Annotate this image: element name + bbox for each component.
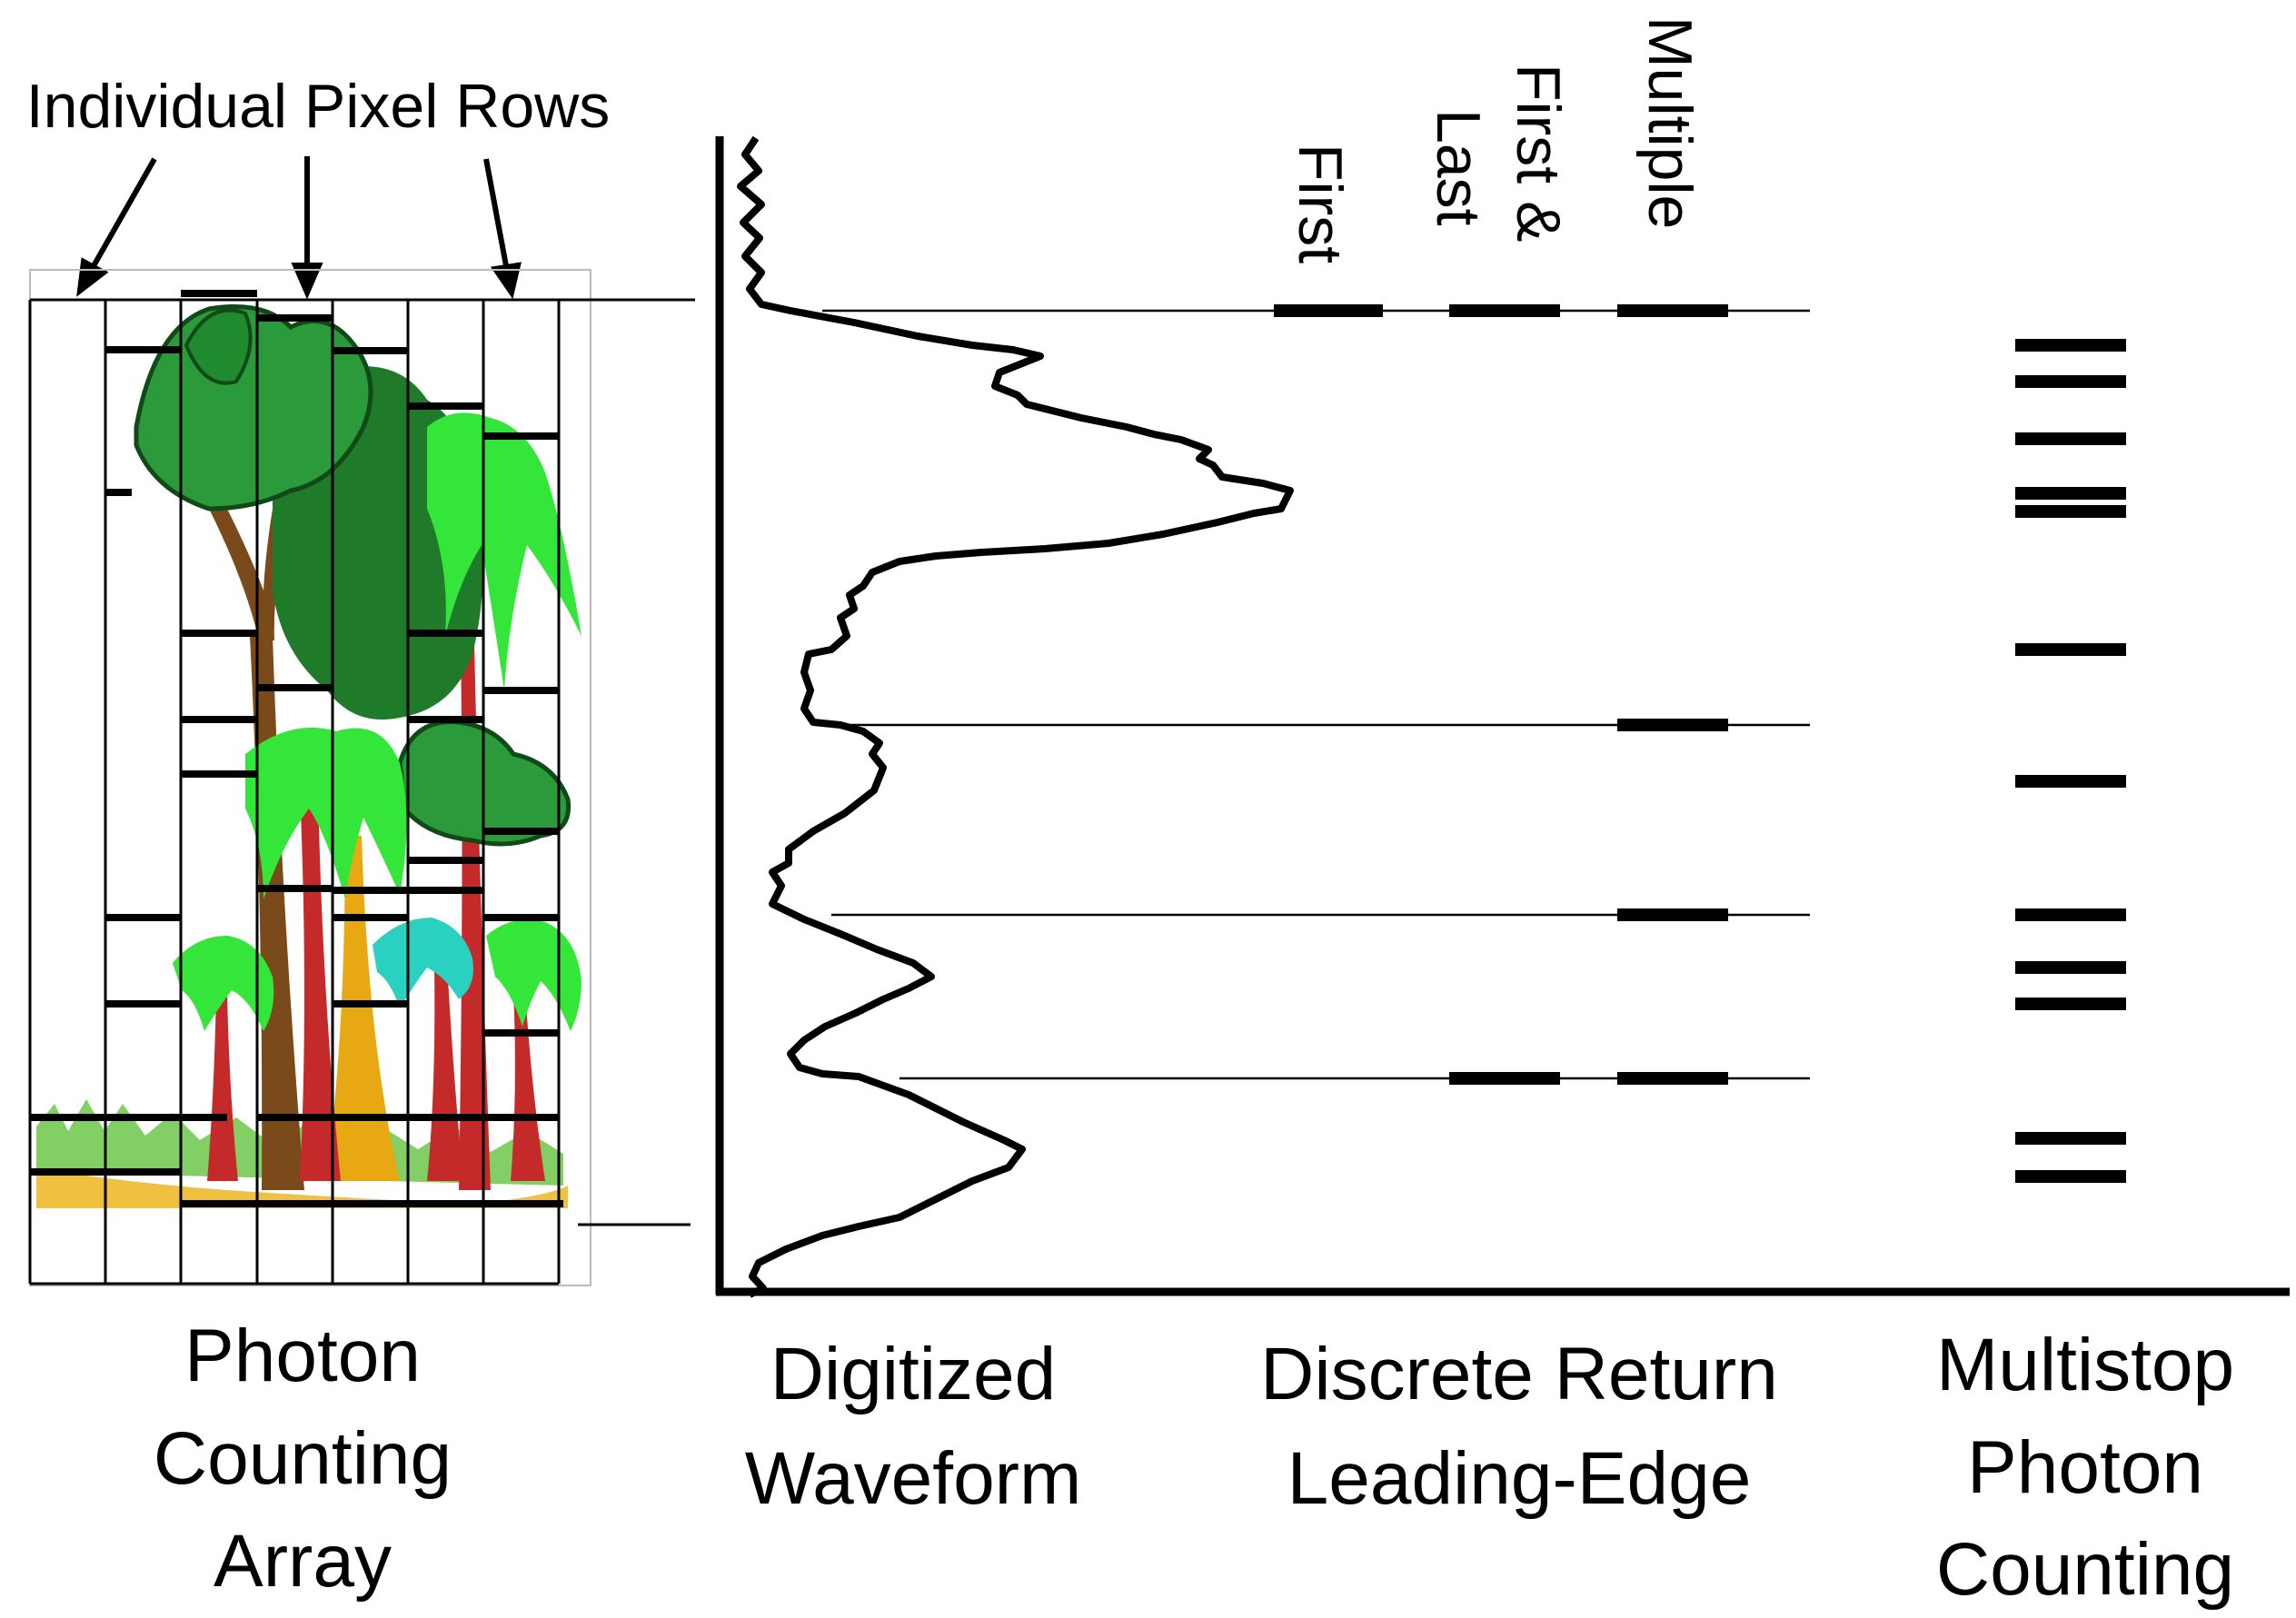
return-reference-lines <box>822 309 1810 1080</box>
trunk-red-5 <box>207 990 238 1181</box>
pixel-rows-label: Individual Pixel Rows <box>26 72 611 141</box>
palm-teal <box>373 918 473 1008</box>
discrete-return-marks <box>1274 304 1728 1085</box>
caption-1-line-2: Counting <box>154 1417 452 1500</box>
caption-multistop-photon-counting: Multistop Photon Counting <box>1936 1324 2234 1611</box>
caption-digitized-waveform: Digitized Waveform <box>745 1333 1082 1520</box>
header-first-and: First & <box>1504 64 1573 242</box>
trunk-red-3 <box>427 963 463 1181</box>
pixel-grid <box>28 269 695 1286</box>
trunk-orange <box>325 836 400 1181</box>
caption-3-line-2: Leading-Edge <box>1287 1437 1752 1520</box>
header-first: First <box>1286 144 1355 263</box>
palm-mid-cluster <box>245 727 407 899</box>
header-multiple: Multiple <box>1635 16 1705 229</box>
arrow-right <box>483 158 510 272</box>
canopy-dark-left-lobe <box>184 308 253 385</box>
trunk-red-4 <box>511 990 545 1181</box>
caption-2-line-1: Digitized <box>770 1333 1056 1415</box>
palm-low-left <box>173 936 274 1031</box>
waveform-curve <box>737 135 1294 1298</box>
caption-1-line-1: Photon <box>184 1315 421 1397</box>
caption-4-line-2: Photon <box>1967 1426 2203 1509</box>
palm-low-right <box>486 919 581 1031</box>
arrow-right-head <box>490 262 522 300</box>
pixel-photon-ticks <box>30 290 563 1207</box>
multistop-photon-marks <box>2015 339 2126 1183</box>
trunk-brown-upper <box>209 509 291 640</box>
caption-discrete-return: Discrete Return Leading-Edge <box>1260 1333 1778 1520</box>
pixel-row-arrows <box>76 156 522 300</box>
header-last: Last <box>1424 109 1493 226</box>
arrow-left-head <box>76 257 109 297</box>
caption-4-line-3: Counting <box>1936 1528 2234 1611</box>
ground-sand <box>36 1167 568 1208</box>
forest-illustration <box>36 304 581 1208</box>
arrow-left <box>88 157 157 273</box>
palm-right-tall <box>427 412 581 690</box>
caption-4-line-1: Multistop <box>1936 1324 2234 1406</box>
caption-2-line-2: Waveform <box>745 1437 1082 1520</box>
arrow-middle-head <box>291 263 323 300</box>
caption-photon-counting-array: Photon Counting Array <box>154 1315 452 1603</box>
caption-3-line-1: Discrete Return <box>1260 1333 1778 1415</box>
caption-1-line-3: Array <box>214 1520 392 1603</box>
